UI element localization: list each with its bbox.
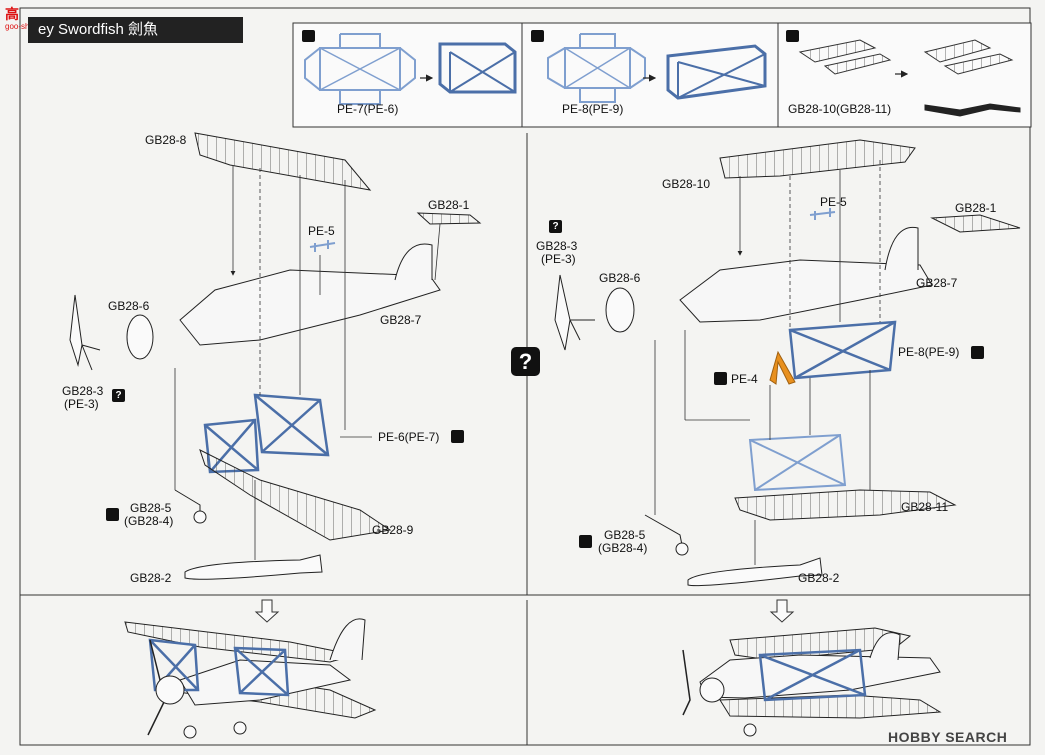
right-label-pe5: PE-5 [820, 195, 847, 209]
right-landing-gear [644, 514, 683, 546]
left-fuselage [179, 269, 441, 346]
left-label-gb28-6: GB28-6 [108, 299, 150, 313]
right-label-gb28-6: GB28-6 [599, 271, 641, 285]
right-fin [884, 226, 919, 271]
callout-label-pe7: PE-7(PE-6) [337, 102, 399, 116]
left-label-gb28-2: GB28-2 [130, 571, 172, 585]
right-lower-frame [748, 433, 847, 492]
right-label-pe3: (PE-3) [541, 252, 576, 266]
right-lower-wing [734, 489, 957, 521]
left-gb28-5-fold-icon [106, 508, 119, 521]
left-tailplane [416, 212, 482, 225]
right-label-gb28-3: GB28-3 [536, 239, 578, 253]
left-pe6-struts [203, 393, 330, 474]
left-propeller [69, 294, 101, 371]
wing-fold-diagram [798, 39, 1021, 117]
result-arrows [254, 599, 795, 623]
left-label-gb28-4: (GB28-4) [124, 514, 174, 528]
right-tailplane [930, 214, 1021, 233]
watermark-logo: 高 [5, 6, 19, 22]
right-label-pe8: PE-8(PE-9) [898, 345, 960, 359]
pe7-fold-diagram [304, 33, 517, 105]
callout-icon-1 [302, 30, 315, 42]
callout-label-pe8: PE-8(PE-9) [562, 102, 624, 116]
right-gb28-5-fold-icon [579, 535, 592, 548]
left-pe6-fold-icon [451, 430, 464, 443]
left-cowling [126, 314, 154, 360]
right-cowling [605, 287, 635, 333]
right-pe8-struts [788, 320, 897, 380]
page-frame [19, 7, 1031, 746]
left-label-gb28-1: GB28-1 [428, 198, 470, 212]
right-question-icon: ? [549, 220, 562, 233]
hobby-search-logo: HOBBY SEARCH [888, 729, 1008, 745]
right-label-gb28-5: GB28-5 [604, 528, 646, 542]
left-label-gb28-9: GB28-9 [372, 523, 414, 537]
right-label-gb28-10: GB28-10 [662, 177, 711, 191]
left-torpedo [184, 554, 323, 580]
right-torpedo [687, 557, 823, 587]
right-upper-wing [719, 139, 916, 179]
center-question-icon: ? [511, 347, 540, 376]
callout-icon-2 [531, 30, 544, 42]
right-pe4 [769, 350, 796, 385]
left-question-icon: ? [112, 389, 125, 402]
right-label-gb28-4: (GB28-4) [598, 541, 648, 555]
completed-model-left [124, 618, 377, 739]
right-label-gb28-7: GB28-7 [916, 276, 958, 290]
left-fin [394, 243, 433, 281]
right-label-pe4: PE-4 [731, 372, 758, 386]
callout-label-gb28-10: GB28-10(GB28-11) [788, 102, 892, 116]
left-label-gb28-8: GB28-8 [145, 133, 187, 147]
right-propeller [554, 274, 595, 351]
right-label-gb28-1: GB28-1 [955, 201, 997, 215]
callout-panel [292, 22, 1032, 128]
callout-icon-3 [786, 30, 799, 42]
right-assembly [554, 139, 1021, 587]
left-assembly [69, 132, 482, 580]
page-title: ey Swordfish 劍魚 [28, 17, 243, 43]
right-pe8-fold-icon [971, 346, 984, 359]
left-upper-wing [194, 132, 372, 191]
left-label-gb28-7: GB28-7 [380, 313, 422, 327]
pe8-fold-diagram [547, 33, 767, 103]
left-pe5 [309, 240, 336, 252]
left-label-pe3: (PE-3) [64, 397, 99, 411]
left-label-gb28-3: GB28-3 [62, 384, 104, 398]
left-label-gb28-5: GB28-5 [130, 501, 172, 515]
right-pe4-fold-icon [714, 372, 727, 385]
right-fuselage [679, 259, 933, 323]
right-label-gb28-11: GB28-11 [901, 500, 949, 514]
left-label-pe5: PE-5 [308, 224, 335, 238]
left-label-pe6: PE-6(PE-7) [378, 430, 440, 444]
right-label-gb28-2: GB28-2 [798, 571, 840, 585]
completed-model-right [682, 627, 942, 737]
left-lower-wing [199, 449, 392, 541]
left-landing-gear [174, 489, 201, 515]
right-pe5 [809, 208, 836, 220]
